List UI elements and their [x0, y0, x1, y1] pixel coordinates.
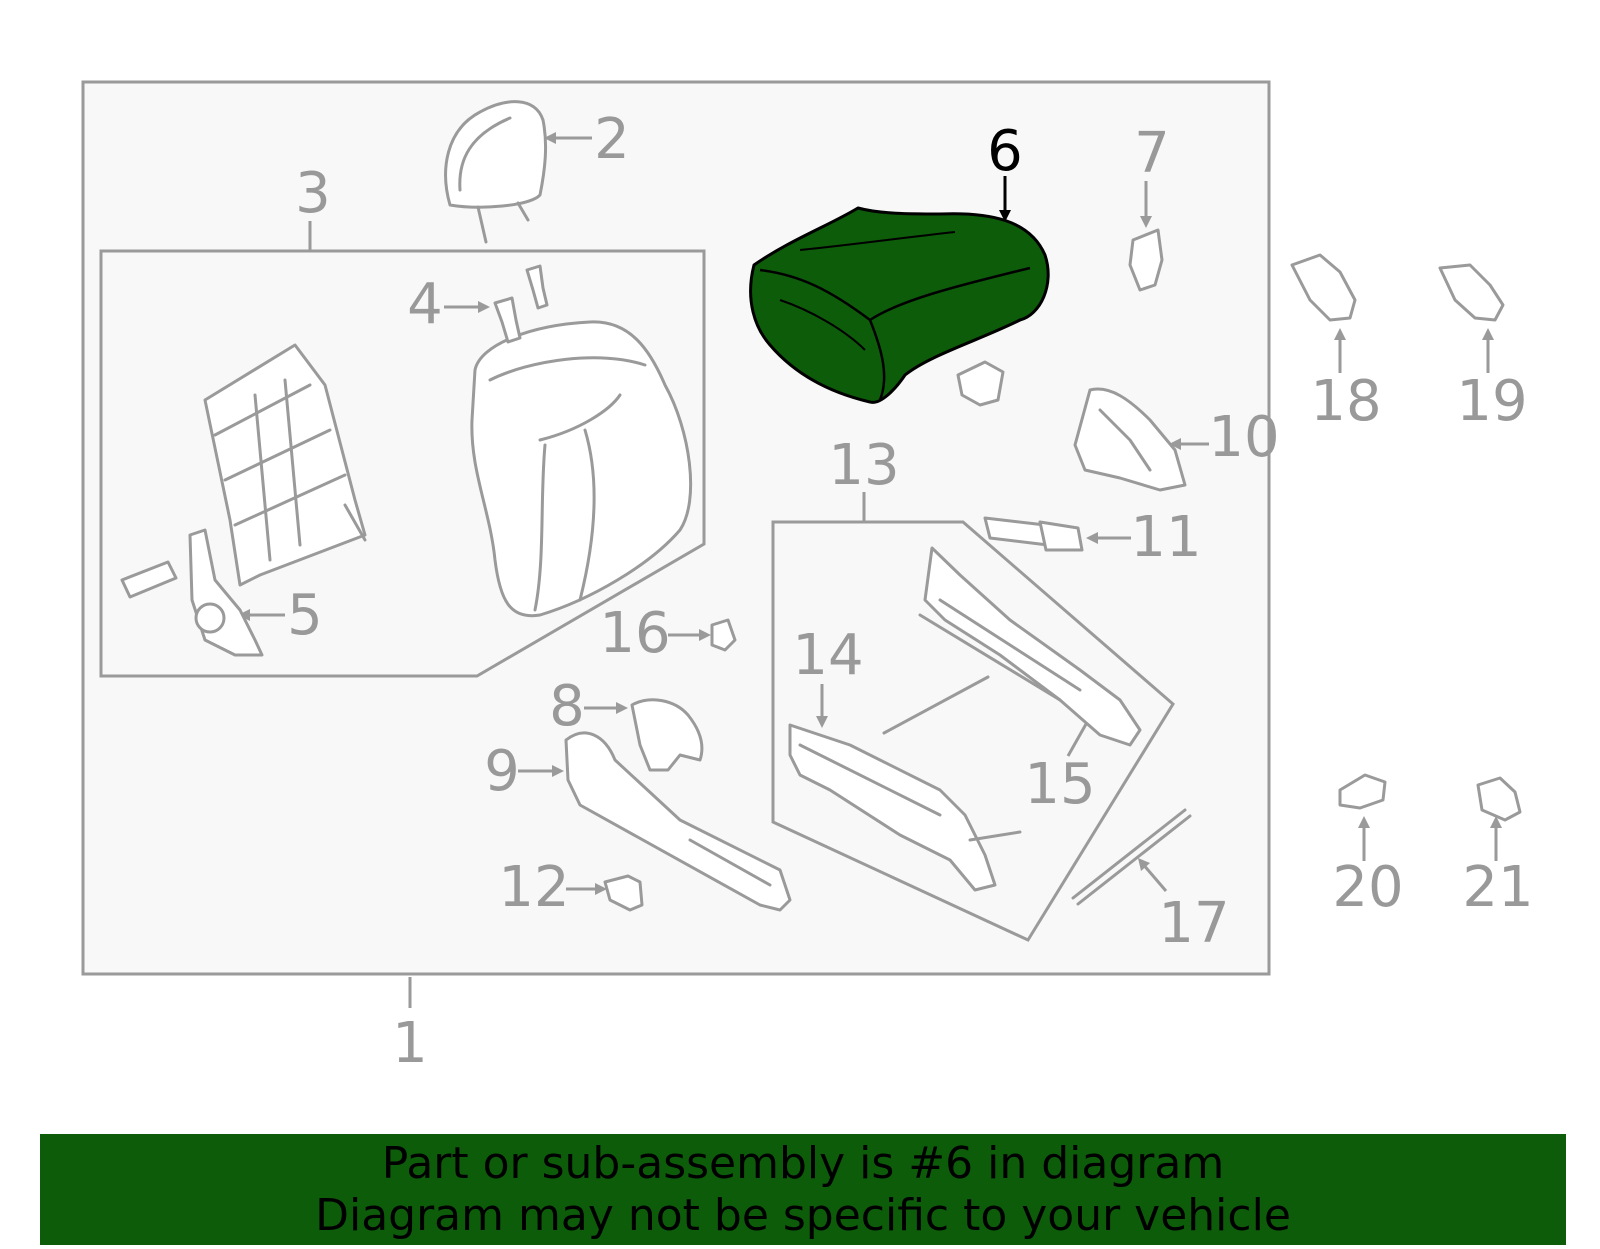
- callout-17: 17: [1158, 891, 1229, 956]
- seatback-cushion-part[interactable]: [470, 320, 693, 618]
- cap-12-part[interactable]: [603, 874, 644, 912]
- callout-16: 16: [599, 601, 670, 666]
- callout-9: 9: [484, 739, 520, 804]
- track-rod-part[interactable]: [882, 675, 990, 735]
- track-subassembly-box: [771, 520, 1175, 942]
- callout-12: 12: [498, 855, 569, 920]
- callout-8: 8: [549, 674, 585, 739]
- arrow-20: [1358, 816, 1370, 861]
- callout-14: 14: [792, 623, 863, 688]
- spring-rod-part[interactable]: [1071, 808, 1192, 906]
- arrow-11: [1086, 532, 1131, 544]
- banner-line-2: Diagram may not be specific to your vehi…: [315, 1190, 1291, 1241]
- seat-cushion-part[interactable]: [749, 206, 1050, 404]
- callout-20: 20: [1332, 855, 1403, 920]
- recliner-part[interactable]: [120, 528, 264, 657]
- callout-21: 21: [1462, 855, 1533, 920]
- callout-13: 13: [828, 433, 899, 498]
- side-shield-part[interactable]: [564, 731, 792, 912]
- arrow-17: [1138, 858, 1168, 892]
- callout-3: 3: [295, 161, 331, 226]
- arrow-12: [566, 883, 607, 895]
- callout-1: 1: [392, 1011, 428, 1076]
- guide-part[interactable]: [493, 264, 549, 344]
- clip-21-part[interactable]: [1476, 776, 1522, 822]
- callout-18: 18: [1310, 369, 1381, 434]
- bracket-10-part[interactable]: [1073, 387, 1187, 492]
- arrow-8: [584, 702, 628, 714]
- callout-19: 19: [1456, 369, 1527, 434]
- callout-5: 5: [287, 583, 323, 648]
- banner-line-1: Part or sub-assembly is #6 in diagram: [381, 1138, 1225, 1189]
- callout-4: 4: [407, 272, 443, 337]
- arrow-6: [999, 176, 1011, 222]
- info-banner: Part or sub-assembly is #6 in diagram Di…: [40, 1134, 1566, 1245]
- callout-6: 6: [987, 119, 1023, 184]
- left-track-part[interactable]: [788, 723, 1022, 892]
- callout-2: 2: [594, 107, 630, 172]
- arrow-4: [444, 301, 490, 313]
- seatback-frame-part[interactable]: [203, 343, 367, 587]
- arrow-9: [518, 765, 564, 777]
- bracket-7-part[interactable]: [1128, 228, 1164, 292]
- headrest-part[interactable]: [444, 100, 548, 244]
- arrow-14: [816, 684, 828, 728]
- callout-15: 15: [1024, 752, 1095, 817]
- arrow-16: [668, 629, 711, 641]
- clip-20-part[interactable]: [1338, 773, 1387, 810]
- arrow-7: [1140, 181, 1152, 228]
- clip-16-part[interactable]: [710, 618, 737, 652]
- arrow-10: [1169, 438, 1209, 450]
- cable-11-part[interactable]: [983, 516, 1084, 552]
- callout-7: 7: [1134, 121, 1170, 186]
- arrow-21: [1490, 816, 1502, 861]
- arrow-19: [1482, 328, 1494, 373]
- cushion-clip-part[interactable]: [956, 360, 1005, 407]
- clip-18-part[interactable]: [1290, 253, 1357, 322]
- hinge-cover-part[interactable]: [630, 698, 704, 772]
- arrow-2: [544, 132, 592, 144]
- arrow-18: [1334, 328, 1346, 373]
- clip-19-part[interactable]: [1438, 263, 1505, 322]
- callout-11: 11: [1130, 505, 1201, 570]
- callout-10: 10: [1208, 405, 1279, 470]
- right-track-part[interactable]: [918, 546, 1142, 747]
